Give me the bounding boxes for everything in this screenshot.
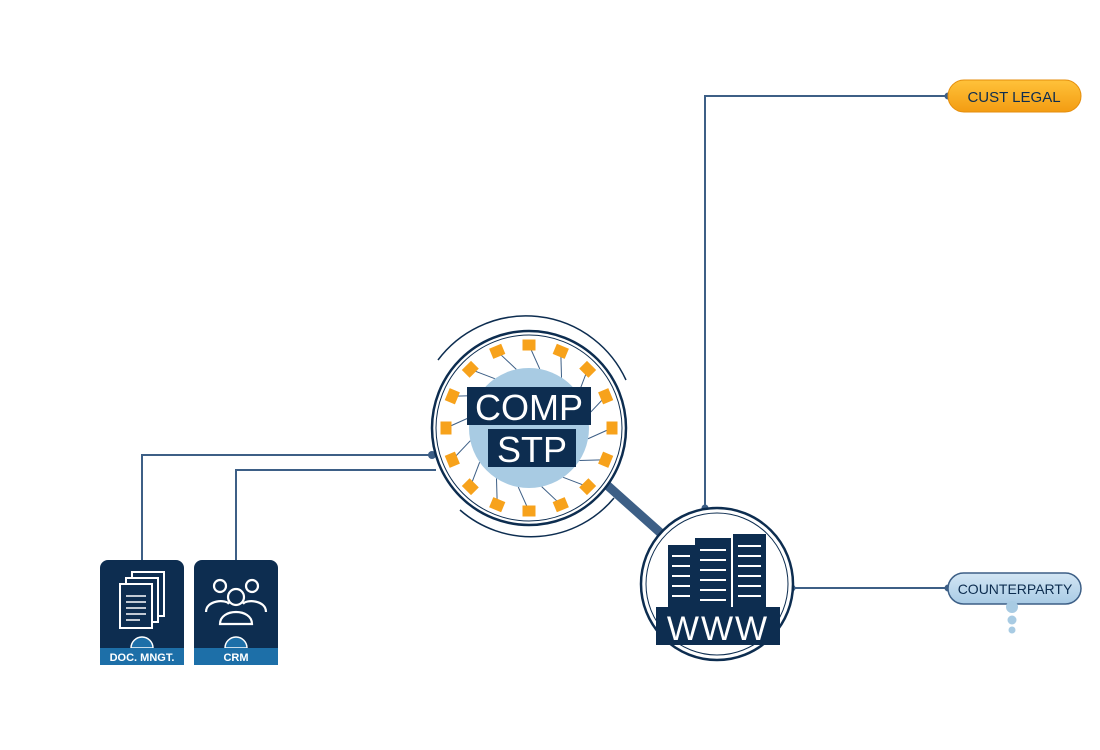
server-rack-icon (668, 534, 766, 607)
hub-satellite-node (489, 343, 506, 359)
server-rack (695, 538, 731, 607)
hub-satellite-node (598, 451, 614, 468)
hub-satellite-node (522, 505, 536, 517)
doc-mngt-tab (100, 648, 184, 665)
hub-satellite-node (440, 421, 452, 435)
hub-outer-arc (459, 497, 615, 538)
hub-satellite-node (461, 478, 479, 496)
hub-title-line2: STP (497, 429, 567, 470)
doc-mngt-label: DOC. MNGT. (110, 652, 175, 664)
doc-mngt-node[interactable]: DOC. MNGT. (100, 560, 184, 665)
hub-satellite-node (579, 360, 597, 378)
people-icon (204, 578, 268, 626)
cust-legal-pill (947, 79, 1082, 113)
crm-label: CRM (223, 652, 248, 664)
connector-doc-to-hub (141, 454, 432, 560)
www-inner-ring (645, 512, 789, 656)
www-label-box (656, 607, 780, 645)
hub-node-ring (440, 339, 618, 517)
magnifier-handle (603, 481, 669, 541)
crm-connector-cap (224, 636, 248, 649)
hub-satellite-node (552, 497, 569, 513)
counterparty-label: COUNTERPARTY (958, 581, 1073, 597)
connectors (141, 95, 948, 589)
www-label: WWW (667, 610, 769, 648)
more-dots-icon (1006, 601, 1018, 634)
hub-outer-arc (437, 315, 627, 381)
cust-legal-label: CUST LEGAL (967, 89, 1060, 106)
hub-satellite-node (606, 421, 618, 435)
connector-crm-to-hub (235, 469, 436, 560)
hub-satellite-node (489, 497, 506, 513)
crm-tab (194, 648, 278, 665)
connector-www-to-cust-legal (704, 95, 948, 508)
www-server-node[interactable]: WWW (639, 506, 795, 662)
comp-stp-hub[interactable]: COMP STP (430, 315, 628, 538)
hub-satellite-node (444, 388, 460, 405)
hub-satellite-node (461, 360, 479, 378)
hub-core (469, 368, 589, 488)
hub-label-box-top (467, 387, 591, 425)
hub-title-line1: COMP (475, 387, 583, 428)
hub-satellite-node (598, 388, 614, 405)
hub-satellite-node (579, 478, 597, 496)
hub-satellite-node (444, 451, 460, 468)
hub-label-box-bottom (488, 429, 576, 467)
crm-node[interactable]: CRM (194, 560, 278, 665)
hub-inner-ring (435, 334, 623, 522)
hub-satellite-node (552, 343, 569, 359)
counterparty-node[interactable]: COUNTERPARTY (947, 572, 1082, 634)
hub-satellite-node (522, 339, 536, 351)
documents-icon (119, 571, 165, 629)
doc-mngt-connector-cap (130, 636, 154, 649)
cust-legal-node[interactable]: CUST LEGAL (947, 79, 1082, 113)
